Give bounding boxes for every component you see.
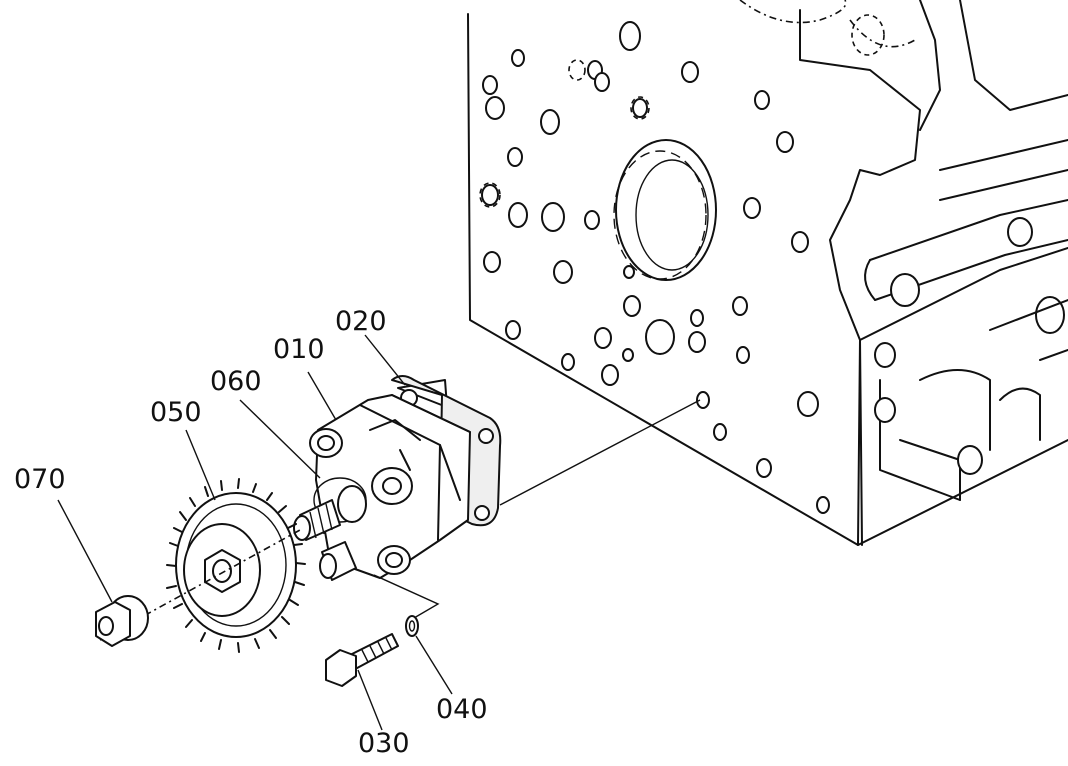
- bolt-icon: [325, 633, 399, 687]
- leader-lines: [57, 334, 453, 731]
- callout-010: 010: [273, 334, 325, 365]
- leader-040: [415, 635, 453, 695]
- leader-060: [239, 399, 321, 479]
- callout-030: 030: [358, 728, 410, 759]
- washer-icon: [405, 615, 419, 637]
- oil-pump-icon: [293, 394, 471, 619]
- assembly-axis-line: [499, 399, 701, 506]
- callout-060: 060: [210, 366, 262, 397]
- leader-030: [357, 669, 383, 731]
- leader-050: [185, 429, 216, 501]
- callout-050: 050: [150, 397, 202, 428]
- leader-020: [364, 334, 406, 386]
- engine-block-icon: [467, 0, 1068, 546]
- leader-070: [57, 499, 113, 603]
- callout-040: 040: [436, 694, 488, 725]
- nut-icon: [95, 595, 149, 647]
- leader-010: [307, 371, 337, 421]
- callout-070: 070: [14, 464, 66, 495]
- callout-020: 020: [335, 306, 387, 337]
